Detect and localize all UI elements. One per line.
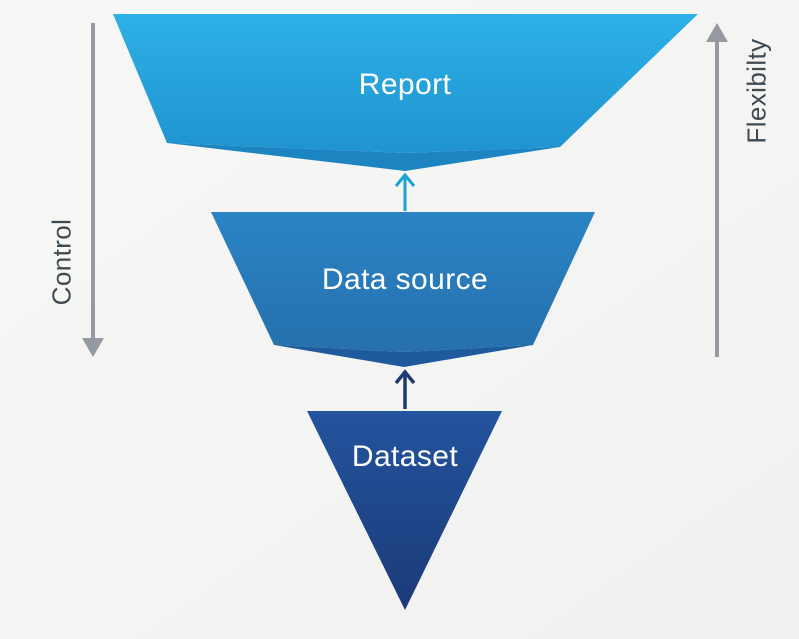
report-shape [113,14,698,153]
arrow-datasource-to-report-icon [394,172,416,211]
control-label: Control [46,218,77,306]
datasource-label: Data source [321,263,489,296]
funnel-level-datasource [211,212,595,367]
arrowhead-up-icon [706,23,728,42]
control-axis-arrow [82,23,104,357]
funnel-level-report [113,14,698,171]
connector-chevron [394,369,416,385]
dataset-label: Dataset [351,440,459,473]
datasource-shape [211,212,595,352]
funnel-level-dataset [307,411,502,610]
flexibility-axis-arrow [706,23,728,357]
dataset-shape [307,411,502,610]
arrow-dataset-to-datasource-icon [394,369,416,409]
connector-chevron [394,172,416,187]
report-label: Report [358,68,452,101]
arrowhead-down-icon [82,338,104,357]
report-fold [167,143,560,171]
datasource-fold [274,345,533,367]
flexibility-label: Flexibilty [741,38,772,144]
